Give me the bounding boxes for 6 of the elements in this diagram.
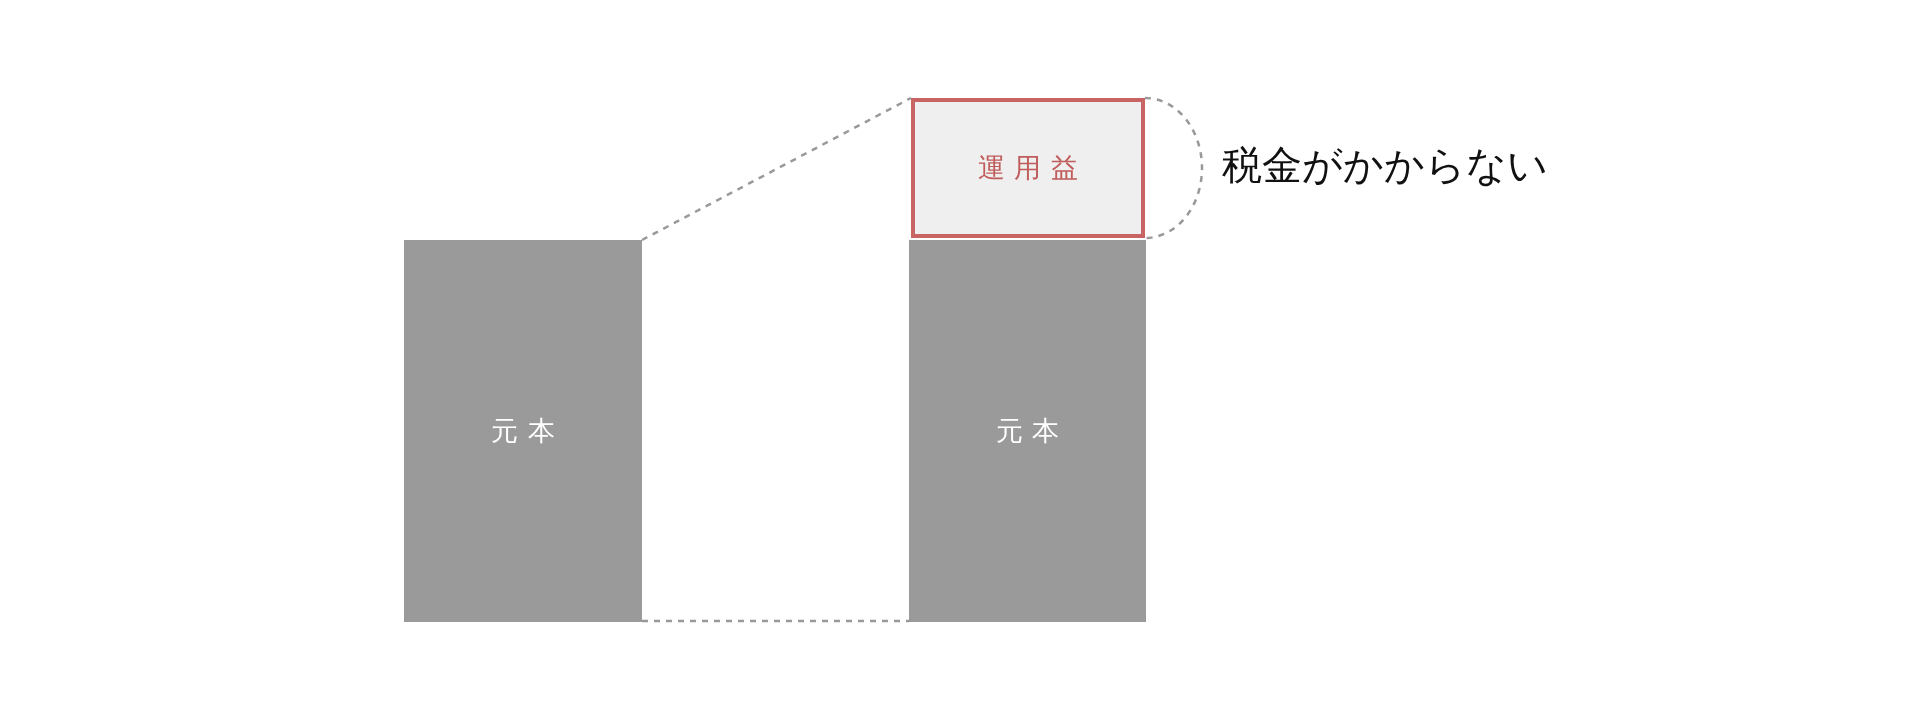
annotation-text: 税金がかからない: [1222, 141, 1548, 190]
dashed-line: [642, 619, 909, 623]
principal-bar: 元本: [909, 240, 1146, 622]
dashed-line: [641, 96, 912, 242]
principal-bar: 元本: [404, 240, 642, 622]
profit-box: 運用益: [911, 98, 1145, 238]
